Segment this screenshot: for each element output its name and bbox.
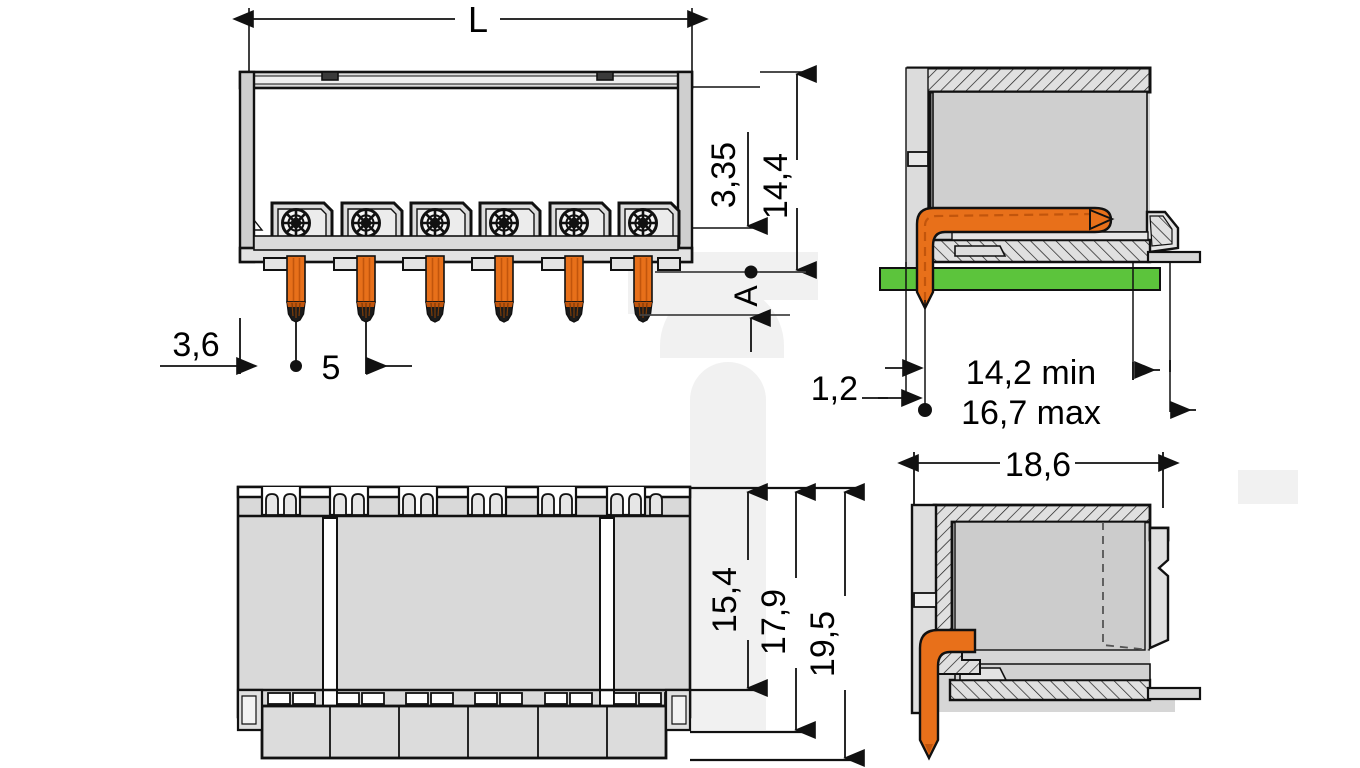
pcb-board <box>879 267 1161 291</box>
dim-label-5: 5 <box>322 349 341 387</box>
contact-pin-side <box>915 206 1115 311</box>
dimension-3-6: 3,6 <box>160 318 258 375</box>
dimension-pitch-5: 5 <box>290 322 412 387</box>
dimension-15-4: 15,4 <box>706 483 768 697</box>
dimension-L: L <box>232 0 709 82</box>
view-bottom-housing <box>236 485 692 760</box>
dimension-18-6: 18,6 <box>897 446 1180 508</box>
dim-label-19-5: 19,5 <box>804 611 842 677</box>
connector-housing-front <box>238 70 694 323</box>
extension-lines-right <box>905 262 1171 416</box>
dimension-heights-group: 15,4 17,9 19,5 <box>690 483 865 767</box>
dim-label-14-4: 14,4 <box>757 153 795 219</box>
dim-label-14-2-min: 14,2 min <box>966 354 1096 392</box>
contact-pin-bottom <box>918 628 977 761</box>
dim-label-3-6: 3,6 <box>172 326 219 364</box>
dim-label-18-6: 18,6 <box>1005 446 1071 484</box>
top-detail-arcs <box>265 493 663 516</box>
dimension-17-9: 17,9 <box>755 483 816 739</box>
dim-label-L: L <box>468 0 488 40</box>
dim-label-3-35: 3,35 <box>705 142 743 208</box>
foot-dividers <box>329 706 608 758</box>
datum-A: A <box>655 265 806 307</box>
dim-label-15-4: 15,4 <box>706 567 744 633</box>
view-side-section-housing: 18,6 <box>897 446 1202 761</box>
dim-label-16-7-max: 16,7 max <box>961 394 1101 432</box>
dim-label-17-9: 17,9 <box>755 589 793 655</box>
dim-label-A: A <box>728 285 764 307</box>
dimension-insertion-depth: 14,2 min 16,7 max <box>961 354 1196 432</box>
mounting-ears <box>236 688 692 732</box>
dim-label-1-2: 1,2 <box>811 370 858 408</box>
dimension-3-35: 3,35 <box>692 86 768 235</box>
dimension-1-2: 1,2 <box>811 359 932 417</box>
pin-tip-reference <box>640 309 790 352</box>
dimension-19-5: 19,5 <box>804 483 865 767</box>
view-front-with-pins: L <box>160 0 817 387</box>
view-side-section-pcb: 1,2 14,2 min 16,7 max <box>811 66 1202 432</box>
